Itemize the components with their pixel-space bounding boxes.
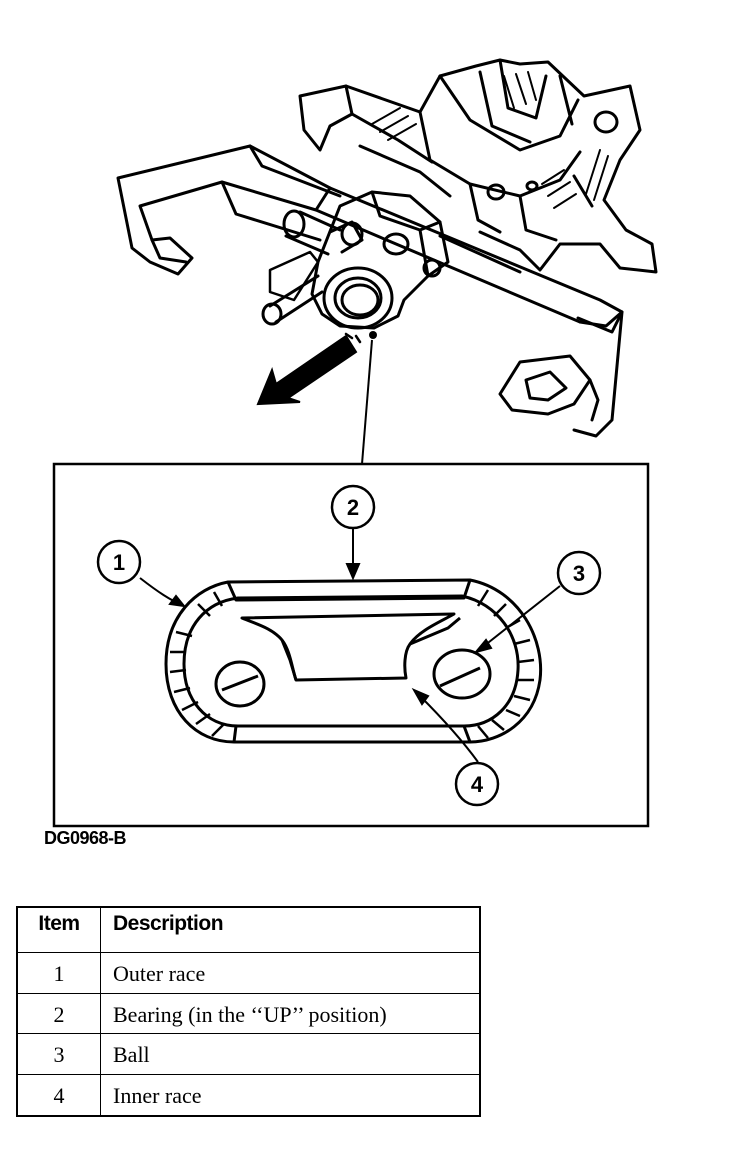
legend-item-number: 2: [16, 992, 101, 1035]
legend-header-row: Item Description: [16, 906, 481, 953]
legend-item-description: Bearing (in the ‘‘UP’’ position): [100, 992, 481, 1035]
callout-leaders: [139, 528, 561, 763]
callout-4-label: 4: [471, 772, 484, 797]
column-assembly-drawing: [116, 58, 658, 438]
callout-3: 3: [556, 550, 602, 596]
legend-item-number: 4: [16, 1074, 101, 1117]
legend-header-description: Description: [100, 906, 481, 953]
table-row: 1 Outer race: [16, 952, 481, 994]
callout-4: 4: [454, 761, 500, 807]
view-arrow: [256, 334, 358, 406]
table-row: 3 Ball: [16, 1033, 481, 1076]
right-ball: [432, 648, 492, 700]
table-row: 4 Inner race: [16, 1074, 481, 1117]
callout-1-label: 1: [113, 550, 125, 575]
callout-2-label: 2: [347, 495, 359, 520]
legend-item-description: Inner race: [100, 1074, 481, 1117]
legend-item-description: Ball: [100, 1033, 481, 1076]
callout-3-label: 3: [573, 561, 585, 586]
bearing-detail: [164, 578, 543, 744]
figure-code: DG0968-B: [44, 828, 127, 848]
steering-column-bearing-diagram: 1 2 3 4: [52, 58, 658, 828]
callout-2: 2: [330, 484, 376, 530]
inset-leader-line: [361, 339, 373, 465]
legend-table: Item Description 1 Outer race 2 Bearing …: [16, 906, 481, 1117]
callout-1: 1: [96, 539, 142, 585]
table-row: 2 Bearing (in the ‘‘UP’’ position): [16, 992, 481, 1035]
legend-item-number: 1: [16, 952, 101, 994]
legend-item-description: Outer race: [100, 952, 481, 994]
detail-inset-frame: [52, 462, 650, 828]
legend-header-item: Item: [16, 906, 101, 953]
left-ball: [214, 660, 266, 708]
legend-item-number: 3: [16, 1033, 101, 1076]
